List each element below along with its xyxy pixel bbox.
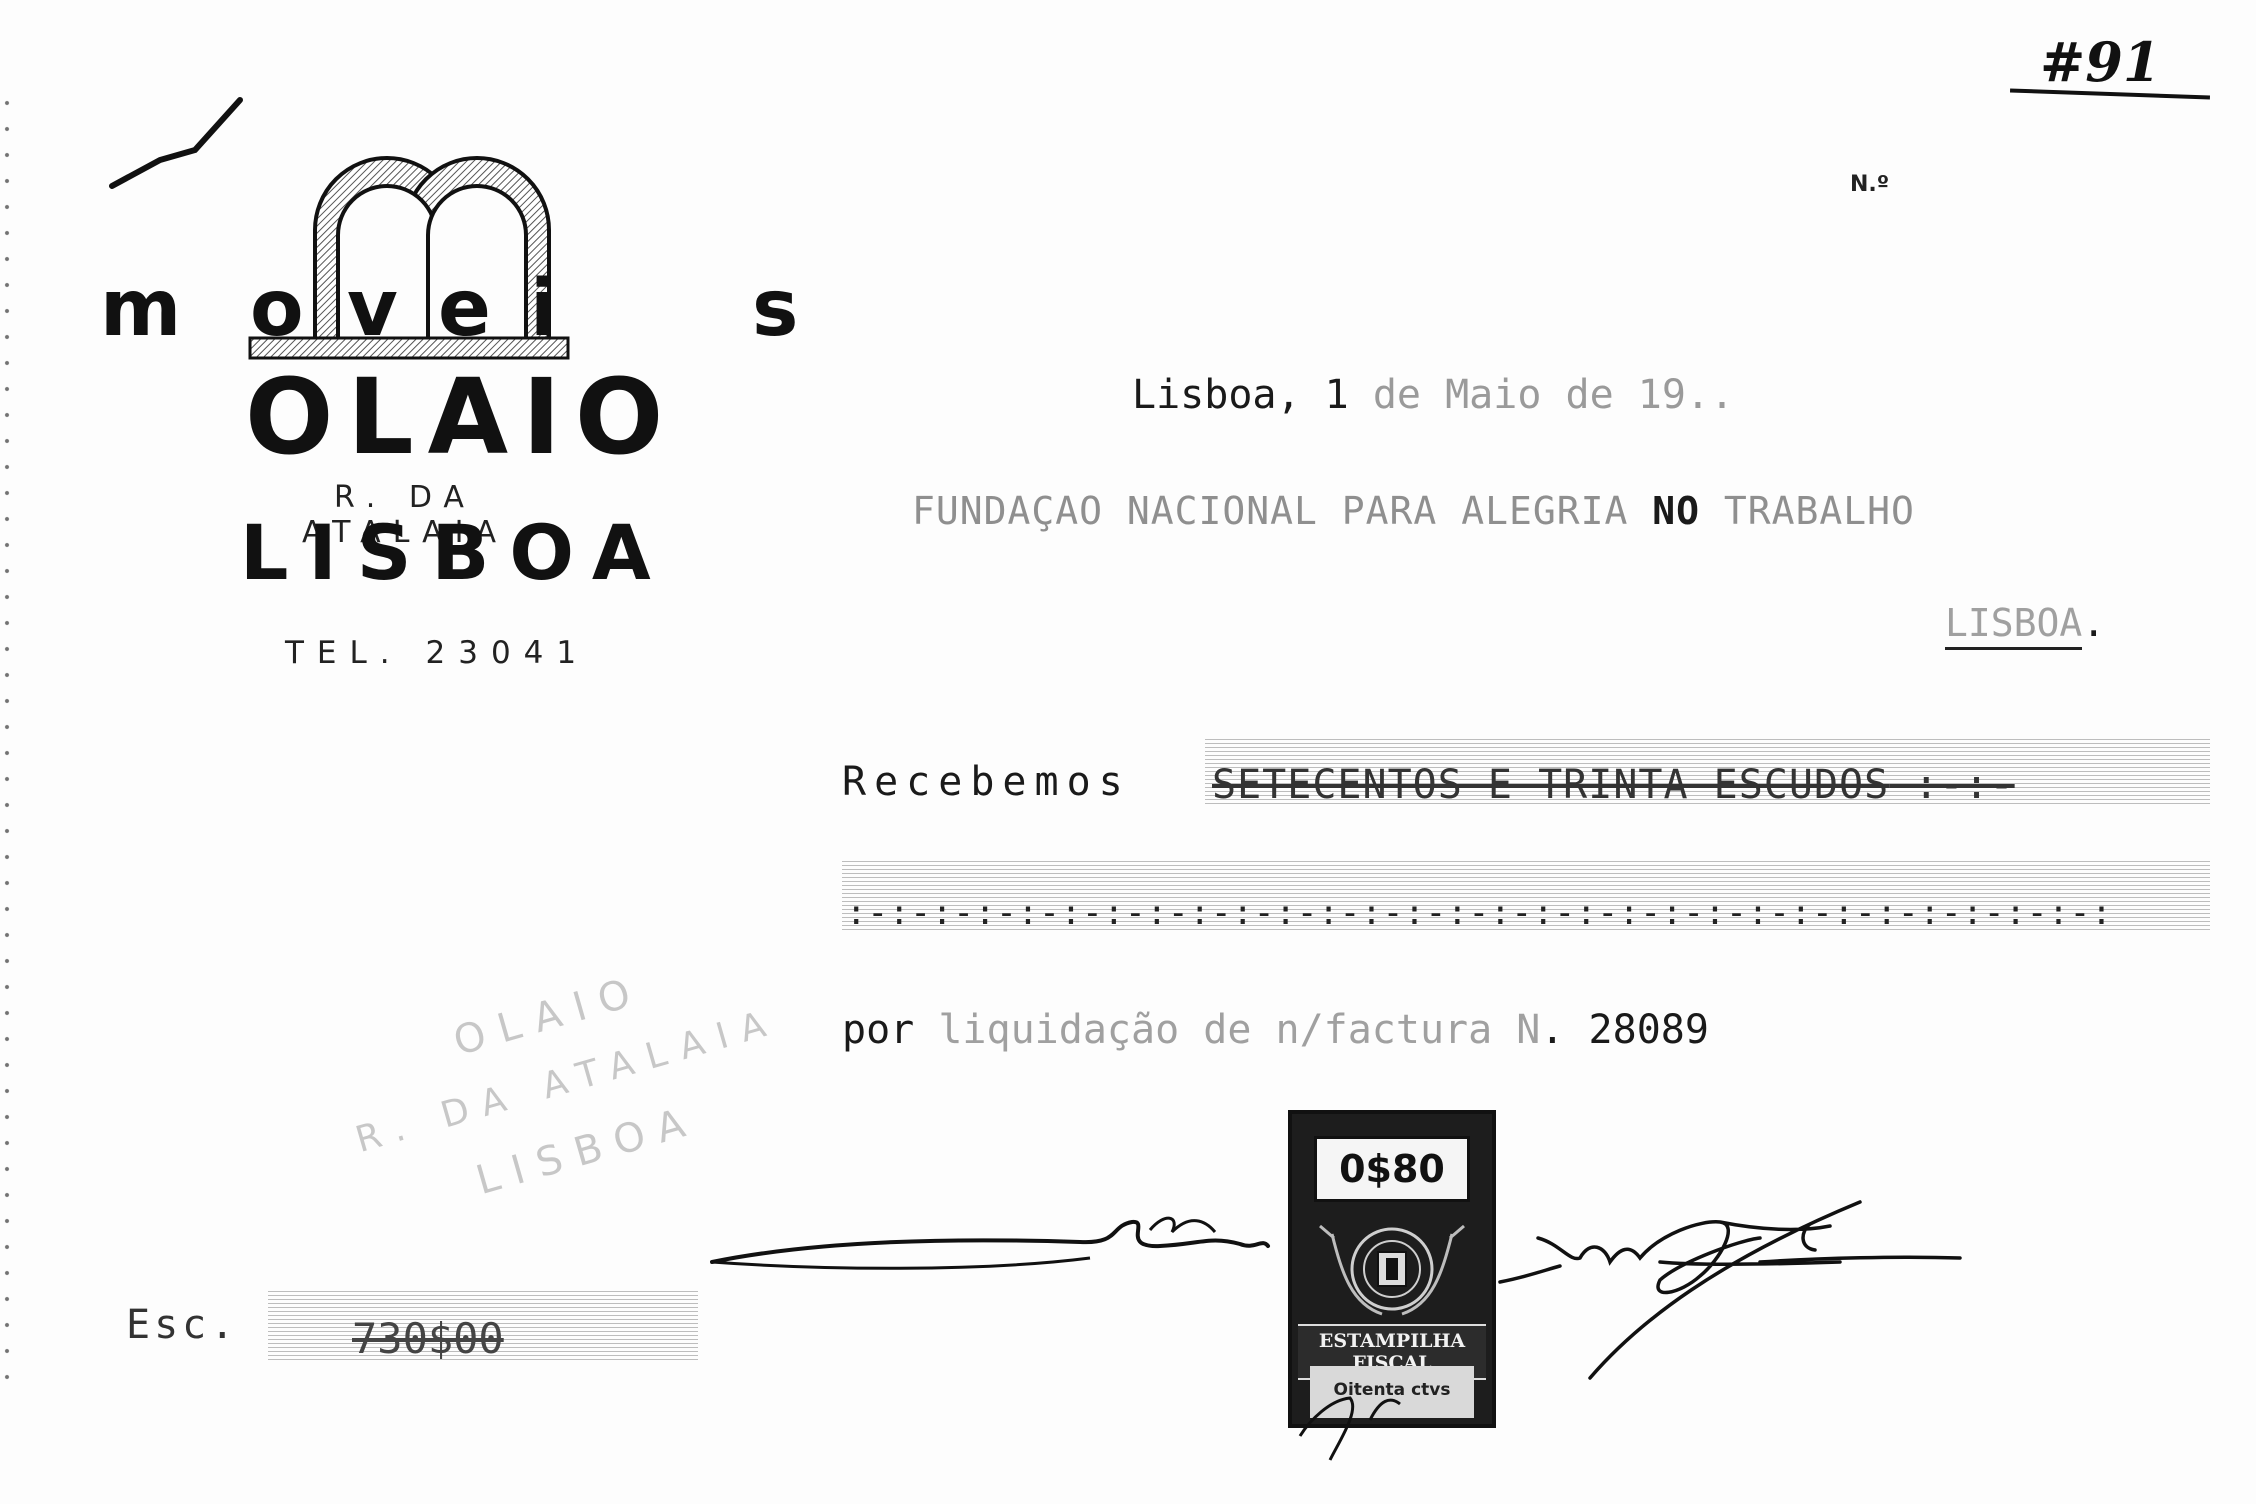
addressee-part-c: TRABALHO [1699,489,1915,533]
addressee-city-line: LISBOA. [1945,601,2106,650]
perforated-edge [0,90,14,1390]
fiscal-stamp-value: 0$80 [1314,1136,1470,1202]
purpose-line: por liquidação de n/factura N. 28089 [842,1010,1709,1050]
addressee-part-b: NO [1652,489,1700,533]
company-city: LISBOA [240,508,671,597]
currency-label: Esc. [126,1302,239,1348]
addressee-part-a: FUNDAÇAO NACIONAL PARA ALEGRIA [912,489,1653,533]
amount-figure: 730$00 [352,1314,504,1363]
date-line: Lisboa, 1 de Maio de 19.. [1132,375,1734,415]
brand-letter-i: i [530,264,557,354]
addressee-city: LISBOA [1945,601,2083,650]
brand-letter-v: v [347,264,398,354]
date-place: Lisboa, 1 [1132,372,1349,418]
purpose-text: liquidação de n/factura N [914,1007,1541,1053]
amount-words-field [1205,738,2210,804]
faded-company-stamp: OLAIO R. DA ATALAIA LISBOA [313,902,827,1279]
coat-of-arms-icon [1319,1224,1465,1316]
company-street: R. DA ATALAIA [301,480,508,550]
brand-letter-e: e [438,264,491,354]
brand-letter-o: o [250,264,304,354]
company-telephone: TEL. 23041 [285,635,590,671]
purpose-prefix: por [842,1007,915,1053]
addressee-line: FUNDAÇAO NACIONAL PARA ALEGRIA NO TRABAL… [912,492,1915,530]
brand-letter-m: m [100,264,182,354]
invoice-number: . 28089 [1540,1007,1709,1053]
handwritten-receipt-id: #91 [2040,30,2161,94]
amount-in-words: SETECENTOS E TRINTA ESCUDOS :-:- [1212,762,2015,808]
addressee-city-end: . [2082,601,2106,645]
amount-figure-field [268,1290,698,1360]
brand-letter-s: s [752,264,799,354]
fiscal-stamp-value-words: Oitenta ctvs [1310,1366,1474,1418]
fiscal-stamp: 0$80 ESTAMPILHA FISCAL Oitenta ctvs [1288,1110,1496,1428]
company-name: OLAIO [245,356,678,478]
arches-emblem-icon [109,97,570,360]
company-letterhead: m o v e i s OLAIO R. DA ATALAIA LISBOA T… [100,97,820,671]
amount-words-tail: :-:- [1889,762,2015,808]
date-rest: de Maio de 19.. [1348,372,1735,418]
number-label: N.º [1850,172,1890,197]
filler-line: :-:-:-:-:-:-:-:-:-:-:-:-:-:-:-:-:-:-:-:-… [846,893,2113,933]
filler-field [842,860,2210,930]
amount-in-words-text: SETECENTOS E TRINTA ESCUDOS [1212,762,1890,808]
received-label: Recebemos [842,759,1131,805]
